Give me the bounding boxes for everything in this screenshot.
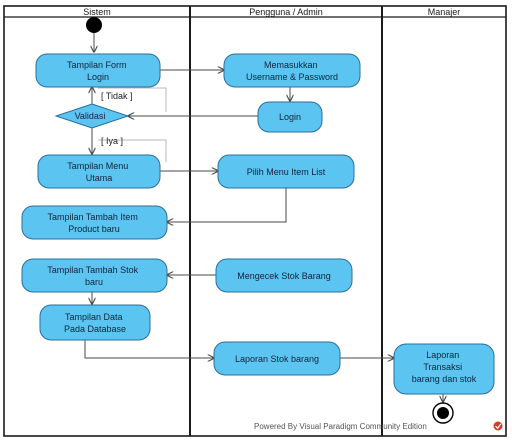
action-text-line: Laporan — [426, 350, 459, 360]
final-node — [432, 402, 454, 424]
action-text-line: Tampilan Form — [67, 60, 127, 70]
flow-data-database-to-laporan-stok — [84, 340, 214, 358]
action-text-line: Memasukkan — [264, 60, 318, 70]
visual-paradigm-logo-icon — [493, 421, 503, 431]
svg-text:Tampilan Tambah Stok bar: Tampilan Tambah Stok baru — [47, 265, 140, 287]
svg-text:Tampilan Tambah Item Pro: Tampilan Tambah Item Product baru — [48, 212, 141, 234]
svg-text:Tampilan Menu Utama: Tampilan Menu Utama — [67, 161, 131, 183]
action-pilih-menu-item-list: Pilih Menu Item List — [217, 154, 355, 189]
svg-text:Memasukkan Username & Pa: Memasukkan Username & Password — [246, 60, 338, 82]
action-laporan-stok-barang: Laporan Stok barang — [213, 341, 341, 376]
action-text-line: Tampilan Data — [65, 312, 123, 322]
decision-validasi: Validasi — [54, 103, 130, 129]
decision-label: Validasi — [75, 111, 106, 121]
action-tampilan-tambah-stok: Tampilan Tambah Stok baru — [21, 258, 168, 293]
action-memasukkan-username-password: Memasukkan Username & Password — [223, 53, 361, 88]
decision-guide-box — [98, 87, 167, 162]
action-text-line: Tampilan Tambah Item — [48, 212, 138, 222]
action-text-line: Mengecek Stok Barang — [237, 271, 331, 281]
action-mengecek-stok-barang: Mengecek Stok Barang — [215, 258, 353, 293]
action-tampilan-form-login: Tampilan Form Login — [35, 53, 161, 88]
action-text-line: Tampilan Menu — [67, 161, 128, 171]
svg-text:Tampilan Form Login: Tampilan Form Login — [67, 60, 129, 82]
action-tampilan-menu-utama: Tampilan Menu Utama — [37, 154, 161, 189]
action-text-line: Username & Password — [246, 72, 338, 82]
action-text-line: Laporan Stok barang — [235, 354, 319, 364]
action-text-line: Product baru — [68, 224, 120, 234]
guard-tidak: [ Tidak ] — [101, 91, 133, 101]
action-text-line: Pilih Menu Item List — [247, 167, 326, 177]
action-text-line: barang dan stok — [412, 374, 477, 384]
action-text-line: Transaksi — [423, 362, 462, 372]
flow-pilih-menu-to-tambah-item — [167, 188, 287, 222]
action-tampilan-data-database: Tampilan Data Pada Database — [39, 304, 151, 341]
swimlane-title-sistem: Sistem — [83, 7, 111, 17]
action-text-line: Pada Database — [64, 324, 126, 334]
initial-node — [86, 17, 102, 33]
action-text-line: Login — [87, 72, 109, 82]
action-tampilan-tambah-item: Tampilan Tambah Item Product baru — [21, 205, 168, 240]
control-flows — [84, 32, 443, 402]
svg-text:Tampilan Data Pada Datab: Tampilan Data Pada Database — [64, 312, 126, 334]
action-text-line: baru — [85, 277, 103, 287]
action-login: Login — [257, 101, 323, 133]
swimlane-title-manajer: Manajer — [428, 7, 461, 17]
swimlane-title-pengguna-admin: Pengguna / Admin — [249, 7, 323, 17]
guard-iya: [ Iya ] — [101, 136, 123, 146]
action-laporan-transaksi: Laporan Transaksi barang dan stok — [393, 343, 495, 395]
svg-text:Laporan Transaksi: Laporan Transaksi barang dan stok — [412, 350, 477, 384]
action-text-line: Tampilan Tambah Stok — [47, 265, 138, 275]
action-text-line: Login — [279, 112, 301, 122]
action-text-line: Utama — [86, 173, 113, 183]
footer-powered-by: Powered By Visual Paradigm Community Edi… — [254, 422, 427, 431]
